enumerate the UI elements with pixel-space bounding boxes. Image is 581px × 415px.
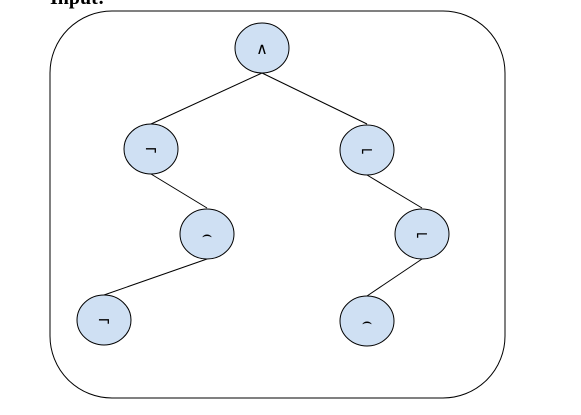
edge-root-left-1: [150, 72, 263, 125]
diagram-frame: [49, 10, 506, 399]
edge-left-1-left-2: [150, 173, 208, 209]
tree-node-root: ∧: [234, 22, 290, 74]
tree-node-left-2: ⌢: [179, 208, 235, 260]
tree-node-right-3: ⌢: [339, 295, 395, 347]
node-label-left-2: ⌢: [202, 225, 213, 244]
node-label-left-3: ¬: [97, 311, 110, 330]
edge-root-right-1: [261, 72, 368, 125]
node-label-right-2: ⌐: [415, 225, 428, 244]
tree-node-right-1: ⌐: [339, 124, 395, 176]
input-heading: Input:: [50, 0, 104, 8]
node-label-root: ∧: [256, 39, 268, 58]
tree-node-left-3: ¬: [76, 294, 132, 346]
edge-right-1-right-2: [366, 174, 423, 209]
node-label-right-1: ⌐: [360, 141, 373, 160]
edge-left-2-left-3: [103, 258, 208, 296]
node-label-left-1: ¬: [144, 140, 157, 159]
tree-node-left-1: ¬: [123, 123, 179, 175]
tree-node-right-2: ⌐: [394, 208, 450, 260]
node-label-right-3: ⌢: [362, 312, 373, 331]
edge-right-2-right-3: [366, 258, 423, 297]
